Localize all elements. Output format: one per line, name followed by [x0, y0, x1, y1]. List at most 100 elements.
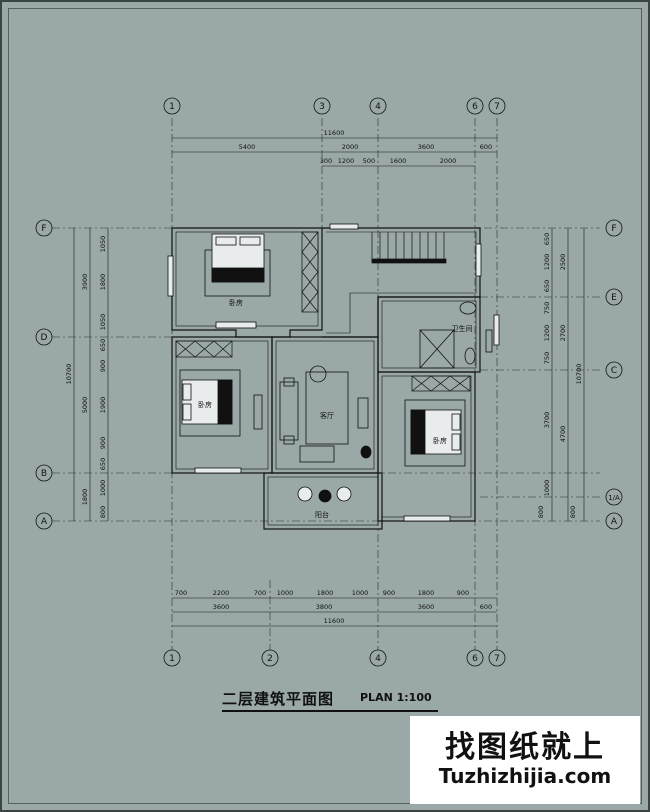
dim-right: 800 [537, 506, 545, 518]
dim-top: 2000 [440, 157, 457, 165]
axis-bubble-bottom-2 [261, 649, 279, 667]
room-label-balcony: 阳台 [315, 510, 329, 519]
axis-label-right: C [611, 366, 617, 376]
axis-label-right: F [611, 224, 616, 234]
dim-right: 800 [569, 506, 577, 518]
dim-bottom: 2200 [213, 589, 230, 597]
dim-right: 1000 [543, 480, 551, 497]
axis-label-bottom: 7 [494, 654, 500, 664]
dim-right: 750 [543, 352, 551, 364]
dim-top: 600 [480, 143, 492, 151]
dim-right: 1200 [543, 254, 551, 271]
dim-bottom: 1000 [277, 589, 294, 597]
dim-bottom: 900 [383, 589, 395, 597]
axis-label-bottom: 2 [267, 654, 273, 664]
living-furniture [253, 365, 372, 463]
room-label-living: 客厅 [320, 411, 334, 420]
dim-bottom: 700 [254, 589, 266, 597]
axis-bubble-right-A [605, 512, 623, 530]
dim-left: 900 [99, 360, 107, 372]
windows [167, 223, 500, 522]
axis-bubble-bottom-6 [466, 649, 484, 667]
axis-label-right: 1/A [608, 494, 620, 502]
axis-label-top: 7 [494, 102, 500, 112]
dim-left: 3900 [81, 274, 89, 291]
dim-bottom: 3800 [316, 603, 333, 611]
watermark-name: 找图纸就上 [445, 730, 605, 765]
dim-right: 750 [543, 302, 551, 314]
dim-top: 2000 [342, 143, 359, 151]
axis-label-top: 1 [169, 102, 175, 112]
dim-bottom: 1000 [352, 589, 369, 597]
caption-scale: PLAN 1:100 [360, 691, 432, 704]
axis-bubble-left-A [35, 512, 53, 530]
axis-grid-lines [52, 118, 600, 650]
axis-bubble-bottom-1 [163, 649, 181, 667]
dim-right: 3700 [543, 412, 551, 429]
dim-left-total: 10700 [65, 364, 73, 385]
dim-bottom: 1800 [418, 589, 435, 597]
dim-left: 1050 [99, 236, 107, 253]
dimension-text-left: 10700 3900 5000 1800 1050 1800 1050 650 … [65, 236, 107, 518]
dim-right-total: 10700 [575, 364, 583, 385]
balcony-furniture [297, 486, 352, 503]
dim-left: 1900 [99, 397, 107, 414]
dim-right: 1200 [543, 325, 551, 342]
axis-bubble-top-7 [488, 97, 506, 115]
dimension-lines [73, 137, 585, 627]
axis-bubbles [35, 97, 623, 667]
axis-label-left: D [41, 333, 48, 343]
dim-right: 650 [543, 280, 551, 292]
dim-right: 650 [543, 233, 551, 245]
dim-left: 900 [99, 437, 107, 449]
walls [171, 227, 481, 530]
watermark-url: Tuzhizhijia.com [438, 764, 612, 788]
dimension-text: 11600 5400 2000 3600 600 300 1200 500 16… [175, 129, 492, 625]
dimension-text-right: 10700 2500 2700 4700 800 3700 1000 650 1… [537, 233, 583, 518]
axis-label-right: A [611, 517, 618, 527]
axis-bubble-top-6 [466, 97, 484, 115]
axis-bubble-bottom-4 [369, 649, 387, 667]
axis-bubble-bottom-7 [488, 649, 506, 667]
room-label-bedroom: 卧房 [433, 436, 447, 445]
axis-bubble-right-C [605, 361, 623, 379]
dim-left: 5000 [81, 397, 89, 414]
dim-left: 1800 [81, 489, 89, 506]
dim-bottom: 1800 [317, 589, 334, 597]
axis-bubble-top-3 [313, 97, 331, 115]
wardrobes [175, 231, 471, 392]
axis-bubble-left-B [35, 464, 53, 482]
axis-label-left: A [41, 517, 48, 527]
dim-top-total: 11600 [324, 129, 345, 137]
dim-left: 1800 [99, 274, 107, 291]
dim-bottom: 600 [480, 603, 492, 611]
axis-label-bottom: 4 [375, 654, 381, 664]
axis-label-bottom: 1 [169, 654, 175, 664]
dim-right: 2700 [559, 325, 567, 342]
drawing-caption: 二层建筑平面图 PLAN 1:100 [222, 688, 452, 714]
axis-label-top: 4 [375, 102, 381, 112]
room-label-bath: 卫生间 [452, 324, 473, 333]
axis-bubble-right-1A [605, 488, 623, 506]
stair [371, 232, 447, 264]
axis-bubble-left-D [35, 328, 53, 346]
axis-bubble-right-F [605, 219, 623, 237]
dim-left: 650 [99, 458, 107, 470]
dim-right: 4700 [559, 426, 567, 443]
dim-bottom: 3600 [418, 603, 435, 611]
caption-title-cn: 二层建筑平面图 [222, 690, 335, 708]
caption-underline [222, 710, 438, 712]
bath-fixtures [419, 301, 493, 369]
beds [179, 233, 466, 467]
dim-top: 1600 [390, 157, 407, 165]
axis-label-right: E [611, 293, 617, 303]
watermark-badge: 找图纸就上 Tuzhizhijia.com [410, 716, 640, 804]
axis-bubble-top-1 [163, 97, 181, 115]
dim-bottom: 3600 [213, 603, 230, 611]
axis-label-left: F [41, 224, 46, 234]
dim-left: 800 [99, 506, 107, 518]
dim-top: 1200 [338, 157, 355, 165]
dim-top: 500 [363, 157, 375, 165]
